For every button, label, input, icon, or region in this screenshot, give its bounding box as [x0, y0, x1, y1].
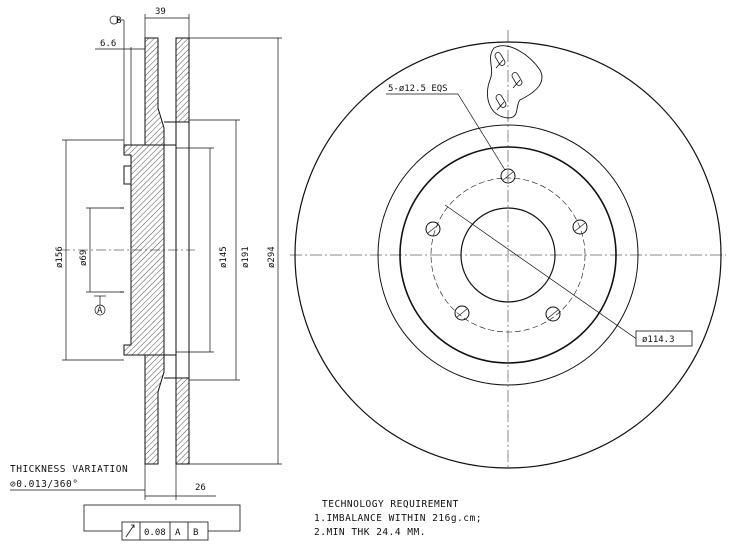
bolt-hole: [425, 221, 441, 237]
datum-a-symbol: [94, 304, 106, 316]
thickness-variation-value: ⊘0.013/360°: [10, 479, 78, 490]
drill-slot-icon: [494, 52, 523, 111]
section-right-plate-low: [175, 377, 190, 465]
datum-b-label: B: [116, 16, 121, 26]
dim-d145: ø145: [219, 246, 229, 268]
dim-d191: ø191: [241, 246, 251, 268]
dim-d69: ø69: [79, 250, 89, 266]
tolerance-datum-a: A: [175, 528, 181, 538]
bolt-hole: [545, 306, 561, 322]
tech-req-title: TECHNOLOGY REQUIREMENT: [322, 499, 459, 510]
datum-a-label: A: [97, 306, 103, 316]
dim-overall-width: 39: [155, 7, 166, 17]
dim-d294: ø294: [267, 246, 277, 268]
dim-hub-face: 26: [195, 483, 206, 493]
section-left-plate: [144, 37, 165, 146]
tech-req-line1: 1.IMBALANCE WITHIN 216g.cm;: [314, 513, 482, 524]
front-view: [290, 30, 726, 470]
runout-arrow-icon: [125, 524, 135, 538]
dim-bolt-holes: 5-ø12.5 EQS: [388, 84, 448, 94]
thickness-variation-title: THICKNESS VARIATION: [10, 464, 128, 475]
section-hub: [123, 144, 165, 356]
pcd-label-box: [635, 330, 693, 347]
tolerance-frame: [83, 504, 241, 541]
section-left-plate-low: [144, 354, 165, 465]
dim-offset: 6.6: [100, 39, 116, 49]
datum-b-symbol: [109, 15, 119, 25]
dim-d156: ø156: [55, 246, 65, 268]
section-view: [60, 37, 195, 465]
bolt-hole: [500, 168, 516, 184]
bolt-hole: [572, 219, 588, 235]
dim-pcd: ø114.3: [642, 335, 675, 345]
tolerance-value: 0.08: [144, 528, 166, 538]
tolerance-datum-b: B: [193, 528, 198, 538]
bolt-hole: [454, 305, 470, 321]
section-right-plate: [175, 37, 190, 123]
tech-req-line2: 2.MIN THK 24.4 MM.: [314, 527, 426, 538]
slot-detail-outline: [487, 45, 543, 119]
section-dimensions: [10, 14, 282, 500]
